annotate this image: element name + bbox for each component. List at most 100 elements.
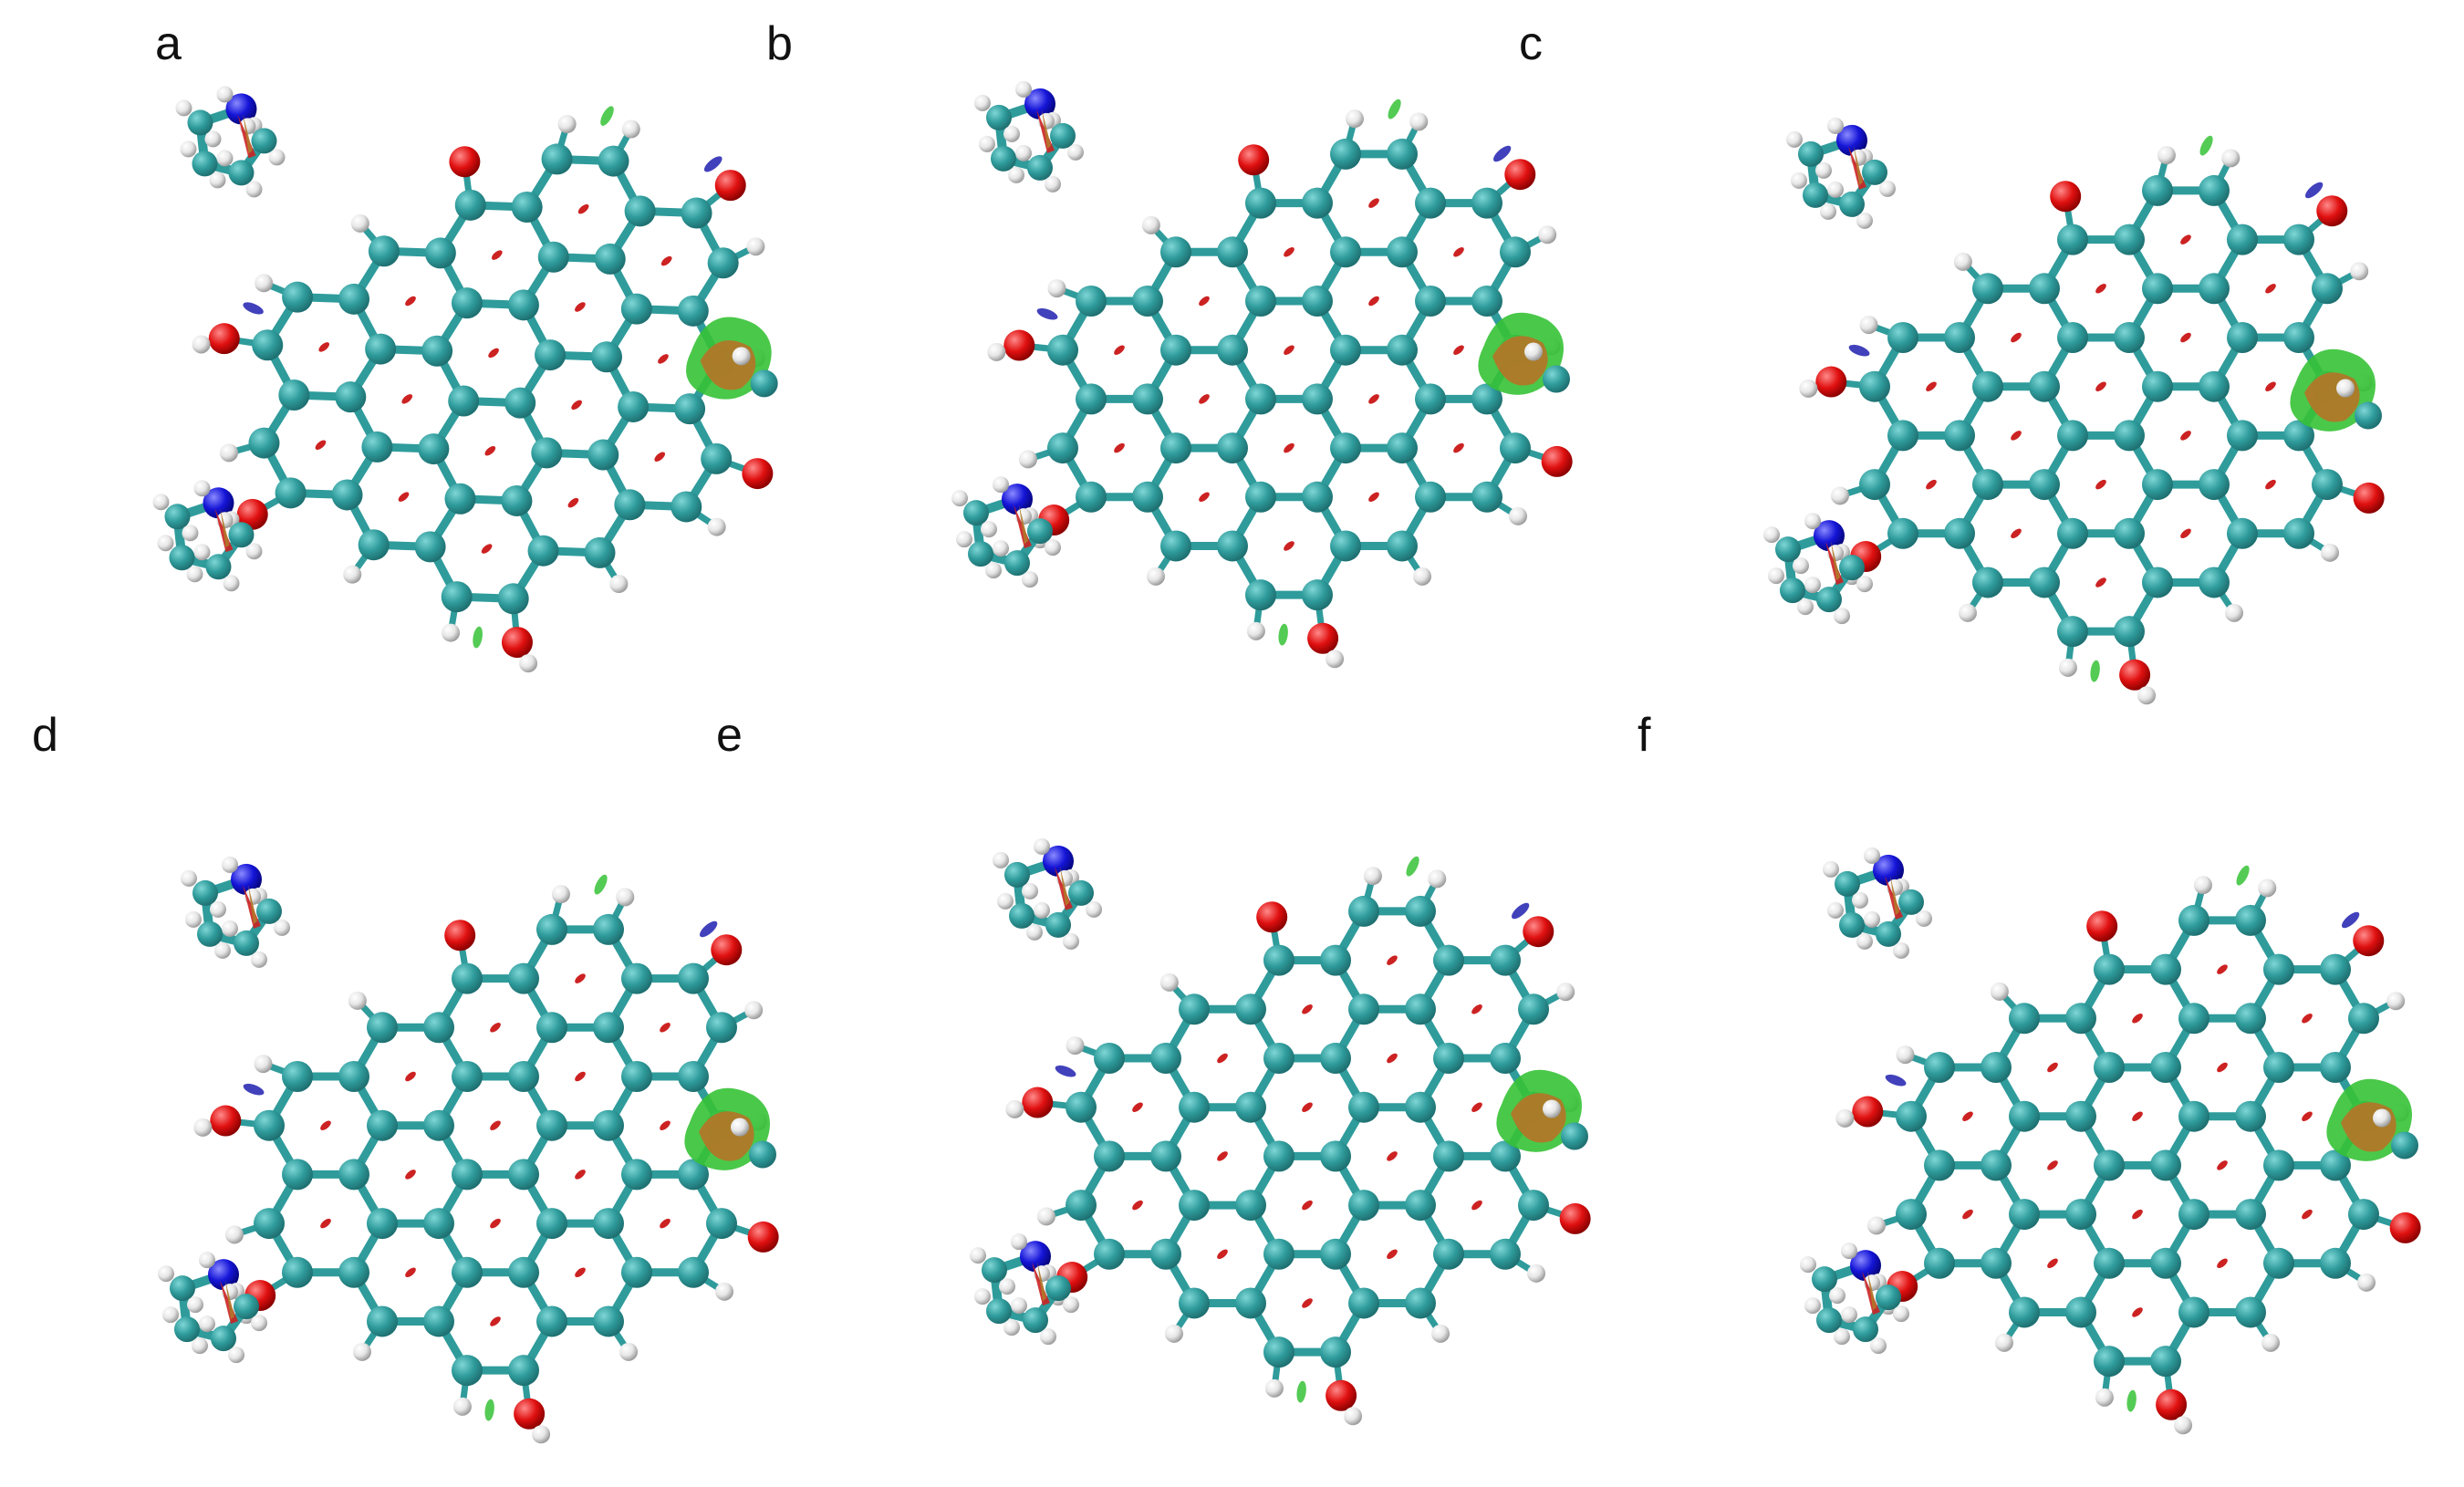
nci-ring-surfaces xyxy=(315,203,672,554)
bonds xyxy=(1058,150,1520,599)
carbon-atom xyxy=(1047,432,1078,464)
hydrogen-atom xyxy=(1431,1324,1450,1343)
carbon-atom xyxy=(2142,273,2173,305)
hydrogen-atom xyxy=(1823,860,1839,878)
oxygen-atom xyxy=(1022,1087,1054,1118)
hydrogen-atom xyxy=(245,181,263,198)
carbon-atom xyxy=(365,333,397,365)
oxygen-atom xyxy=(1541,445,1573,477)
panel-label-b: b xyxy=(766,17,793,70)
nci-isosurface-blob xyxy=(2290,348,2382,432)
carbon-atom xyxy=(1887,420,1918,452)
carbon-atom xyxy=(1816,587,1842,613)
carbon-atom xyxy=(1094,1043,1125,1074)
bonds xyxy=(259,154,728,603)
carbon-atom xyxy=(963,500,989,526)
carbon-atom xyxy=(1179,1190,1210,1222)
carbon-atom xyxy=(508,1061,539,1092)
carbon-atom xyxy=(1235,1190,1266,1222)
edge-substituents xyxy=(1799,135,2385,705)
carbon-atom xyxy=(1076,383,1107,415)
carbon-atom xyxy=(452,1159,483,1191)
hydrogen-atom xyxy=(1141,215,1160,234)
oxygen-atom xyxy=(1003,329,1035,361)
hydrogen-atom xyxy=(216,150,234,167)
carbon-atom xyxy=(452,1355,483,1387)
hydrogen-atom xyxy=(192,1337,208,1355)
nitrogen-atom xyxy=(208,1259,239,1291)
nitrogen-atom xyxy=(1814,520,1845,552)
oxygen-atom xyxy=(1326,1379,1357,1411)
carbon-atom xyxy=(1944,420,1975,452)
carbon-atom xyxy=(1981,1149,2012,1181)
carbon-atom xyxy=(1330,432,1361,464)
carbon-atom xyxy=(497,583,529,615)
carbon-atom xyxy=(331,479,363,511)
carbon-atom xyxy=(2312,469,2343,501)
carbon-atom xyxy=(1972,370,2003,402)
hydrogen-atom xyxy=(956,531,972,548)
hydrogen-atom xyxy=(193,480,211,497)
hydrogen-atom xyxy=(2058,658,2077,677)
nitrogen-atom xyxy=(1002,484,1033,515)
nitrogen-atom xyxy=(1020,1241,1051,1273)
hydrogen-atom xyxy=(1509,506,1528,525)
amine-group-top xyxy=(175,86,286,198)
carbon-atom xyxy=(2283,322,2314,353)
nitrogen-atom xyxy=(1024,88,1055,120)
hydrogen-atom xyxy=(746,237,765,256)
oxygen-atom xyxy=(742,458,774,490)
hydrogen-atom xyxy=(1804,1297,1821,1315)
carbon-atom xyxy=(2178,904,2209,936)
carbon-atom xyxy=(1887,322,1918,353)
carbon-atom xyxy=(1518,993,1549,1025)
carbon-atom xyxy=(1839,555,1865,581)
hydrogen-atom xyxy=(987,342,1006,361)
hydrogen-atom xyxy=(222,920,238,937)
carbon-atom xyxy=(1780,577,1805,604)
carbon-atom xyxy=(1150,1140,1181,1172)
hydrogen-atom xyxy=(1326,650,1345,669)
carbon-atom xyxy=(614,489,646,521)
carbon-atom xyxy=(1245,286,1276,317)
carbon-atom xyxy=(537,241,569,273)
carbon-atom xyxy=(594,243,626,275)
carbon-atom xyxy=(671,491,702,523)
carbon-atom xyxy=(2009,1100,2040,1132)
hydrogen-atom xyxy=(1852,891,1868,909)
hydrogen-atom xyxy=(274,919,290,936)
carbon-atoms xyxy=(1047,138,1531,611)
amine-group-top xyxy=(1823,847,1932,959)
hydrogen-atom xyxy=(157,535,174,552)
hydrogen-atom xyxy=(2225,603,2244,622)
hydrogen-atom xyxy=(1556,983,1575,1002)
carbon-atom xyxy=(2235,1100,2266,1132)
carbon-atom xyxy=(536,1012,567,1044)
carbon-atom xyxy=(1415,286,1446,317)
bonds xyxy=(1076,907,1538,1357)
carbon-atom xyxy=(508,1256,539,1288)
hydrogen-atom xyxy=(1768,567,1784,585)
carbon-atom xyxy=(451,287,483,319)
carbon-atoms xyxy=(254,913,737,1387)
molecule-panel-f xyxy=(1660,748,2463,1469)
carbon-atom xyxy=(507,289,539,321)
carbon-atom xyxy=(2029,370,2060,402)
carbon-atom xyxy=(1330,236,1361,268)
nci-isosurface-blob xyxy=(1478,312,1570,395)
carbon-atom xyxy=(2094,1247,2125,1279)
carbon-atom xyxy=(2263,953,2294,985)
amine-group-bottom xyxy=(951,476,1061,588)
carbon-atom xyxy=(2065,1296,2096,1328)
carbon-atom xyxy=(593,913,624,945)
carbon-atom xyxy=(1160,432,1191,464)
carbon-atom xyxy=(2142,370,2173,402)
carbon-atom xyxy=(1094,1238,1125,1270)
molecule-render xyxy=(152,86,778,673)
hydrogen-atom xyxy=(1164,1324,1183,1343)
carbon-atom xyxy=(1263,1043,1294,1074)
oxygen-atom xyxy=(208,323,240,355)
hydrogen-atom xyxy=(199,1252,215,1269)
edge-substituents xyxy=(193,874,779,1444)
carbon-atom xyxy=(2114,517,2145,549)
